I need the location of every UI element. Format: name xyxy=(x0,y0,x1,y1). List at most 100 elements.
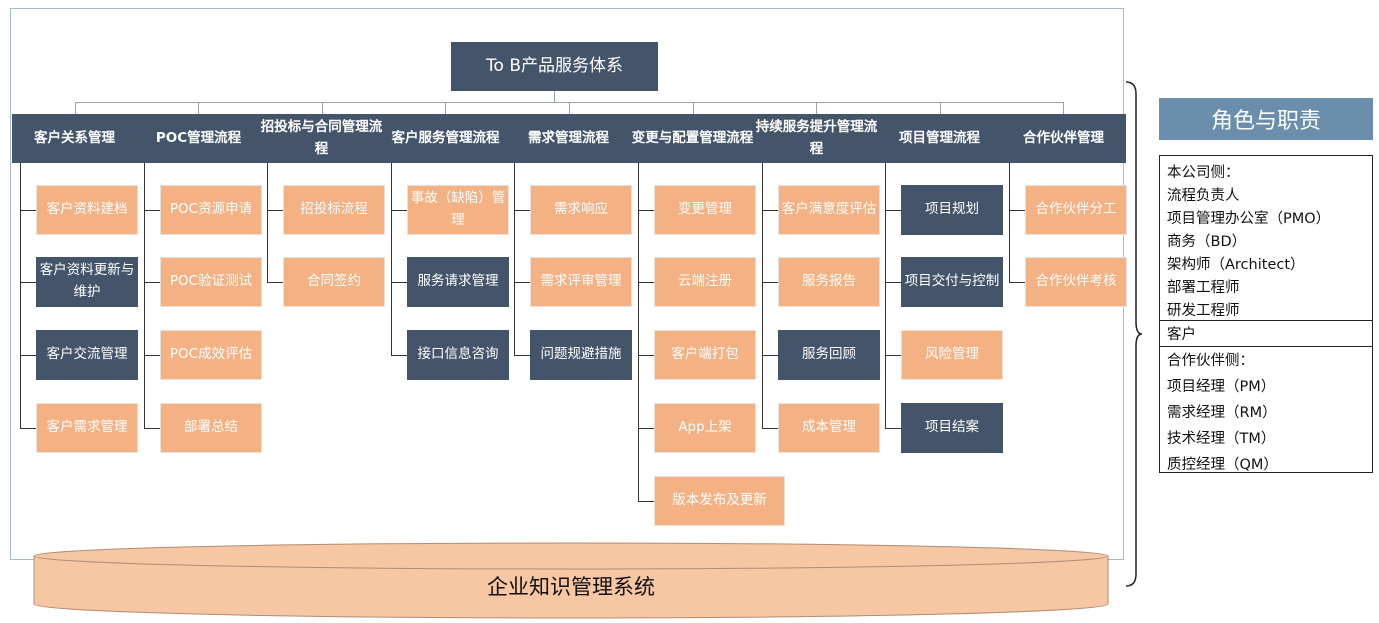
connector xyxy=(762,428,778,429)
connector xyxy=(514,163,515,355)
process-item: 需求响应 xyxy=(530,185,632,235)
process-item: 需求评审管理 xyxy=(530,257,632,307)
process-item: 云端注册 xyxy=(654,257,756,307)
connector xyxy=(762,210,778,211)
process-item: 服务报告 xyxy=(778,257,880,307)
process-item: 合同签约 xyxy=(283,257,385,307)
connector xyxy=(940,102,941,114)
connector xyxy=(445,102,446,114)
process-item: 接口信息咨询 xyxy=(407,330,509,380)
role-line: 质控经理（QM） xyxy=(1167,457,1278,473)
connector xyxy=(693,102,694,114)
connector xyxy=(144,428,160,429)
connector xyxy=(75,102,76,114)
connector xyxy=(391,163,392,355)
process-item: 事故（缺陷）管理 xyxy=(407,185,509,235)
connector xyxy=(1009,210,1025,211)
process-item: 部署总结 xyxy=(160,403,262,453)
connector xyxy=(514,355,530,356)
process-item: 客户交流管理 xyxy=(36,330,138,380)
column-header: 合作伙伴管理 xyxy=(1001,114,1126,163)
process-item: 成本管理 xyxy=(778,403,880,453)
connector xyxy=(391,282,407,283)
connector xyxy=(638,355,654,356)
process-item: 客户需求管理 xyxy=(36,403,138,453)
connector xyxy=(762,282,778,283)
process-item: POC资源申请 xyxy=(160,185,262,235)
process-item: 合作伙伴分工 xyxy=(1025,185,1127,235)
column-header: POC管理流程 xyxy=(136,114,261,163)
connector xyxy=(514,210,530,211)
role-line: 项目管理办公室（PMO） xyxy=(1167,211,1331,227)
connector xyxy=(1009,282,1025,283)
process-item: 项目结案 xyxy=(901,403,1003,453)
roles-title: 角色与职责 xyxy=(1159,98,1373,140)
connector xyxy=(267,163,268,282)
connector xyxy=(20,355,36,356)
connector xyxy=(885,163,886,428)
process-item: 项目交付与控制 xyxy=(901,257,1003,307)
connector xyxy=(20,210,36,211)
role-line: 需求经理（RM） xyxy=(1167,405,1277,421)
connector xyxy=(1009,163,1010,282)
process-item: 项目规划 xyxy=(901,185,1003,235)
connector xyxy=(198,102,199,114)
connector xyxy=(20,163,21,428)
process-item: App上架 xyxy=(654,403,756,453)
connector xyxy=(885,282,901,283)
role-line: 流程负责人 xyxy=(1167,188,1240,204)
connector xyxy=(144,210,160,211)
role-line: 研发工程师 xyxy=(1167,303,1240,319)
connector xyxy=(554,91,555,102)
column-header: 项目管理流程 xyxy=(877,114,1002,163)
connector xyxy=(638,501,654,502)
connector xyxy=(569,102,570,114)
process-item: 服务回顾 xyxy=(778,330,880,380)
connector xyxy=(762,163,763,428)
connector xyxy=(638,428,654,429)
process-item: 服务请求管理 xyxy=(407,257,509,307)
connector xyxy=(322,102,323,114)
role-line: 本公司侧： xyxy=(1167,165,1240,181)
connector xyxy=(762,355,778,356)
connector xyxy=(816,102,817,114)
role-line: 项目经理（PM） xyxy=(1167,379,1276,395)
role-line: 架构师（Architect） xyxy=(1167,257,1305,273)
column-header: 客户服务管理流程 xyxy=(383,114,508,163)
connector xyxy=(391,210,407,211)
connector xyxy=(638,282,654,283)
column-header: 持续服务提升管理流程 xyxy=(754,114,879,163)
process-item: 问题规避措施 xyxy=(530,330,632,380)
connector xyxy=(391,355,407,356)
column-header: 变更与配置管理流程 xyxy=(630,114,755,163)
process-item: 变更管理 xyxy=(654,185,756,235)
roles-divider xyxy=(1160,346,1372,347)
process-item: 客户资料建档 xyxy=(36,185,138,235)
connector xyxy=(885,355,901,356)
roles-panel: 本公司侧：流程负责人项目管理办公室（PMO）商务（BD）架构师（Architec… xyxy=(1159,155,1373,473)
process-item: POC验证测试 xyxy=(160,257,262,307)
connector xyxy=(638,210,654,211)
process-item: 客户满意度评估 xyxy=(778,185,880,235)
column-header: 客户关系管理 xyxy=(12,114,137,163)
process-item: 风险管理 xyxy=(901,330,1003,380)
connector xyxy=(20,428,36,429)
knowledge-base-label: 企业知识管理系统 xyxy=(487,575,655,599)
connector xyxy=(144,282,160,283)
connector xyxy=(1063,102,1064,114)
right-brace xyxy=(1125,81,1143,587)
process-item: 客户端打包 xyxy=(654,330,756,380)
role-line: 合作伙伴侧： xyxy=(1167,353,1254,369)
connector xyxy=(514,282,530,283)
connector xyxy=(885,428,901,429)
role-line: 客户 xyxy=(1167,327,1196,343)
process-item: POC成效评估 xyxy=(160,330,262,380)
process-item: 客户资料更新与维护 xyxy=(36,257,138,307)
connector xyxy=(267,210,283,211)
column-header: 需求管理流程 xyxy=(506,114,631,163)
connector xyxy=(144,355,160,356)
process-item: 合作伙伴考核 xyxy=(1025,257,1127,307)
connector xyxy=(267,282,283,283)
process-item: 招投标流程 xyxy=(283,185,385,235)
